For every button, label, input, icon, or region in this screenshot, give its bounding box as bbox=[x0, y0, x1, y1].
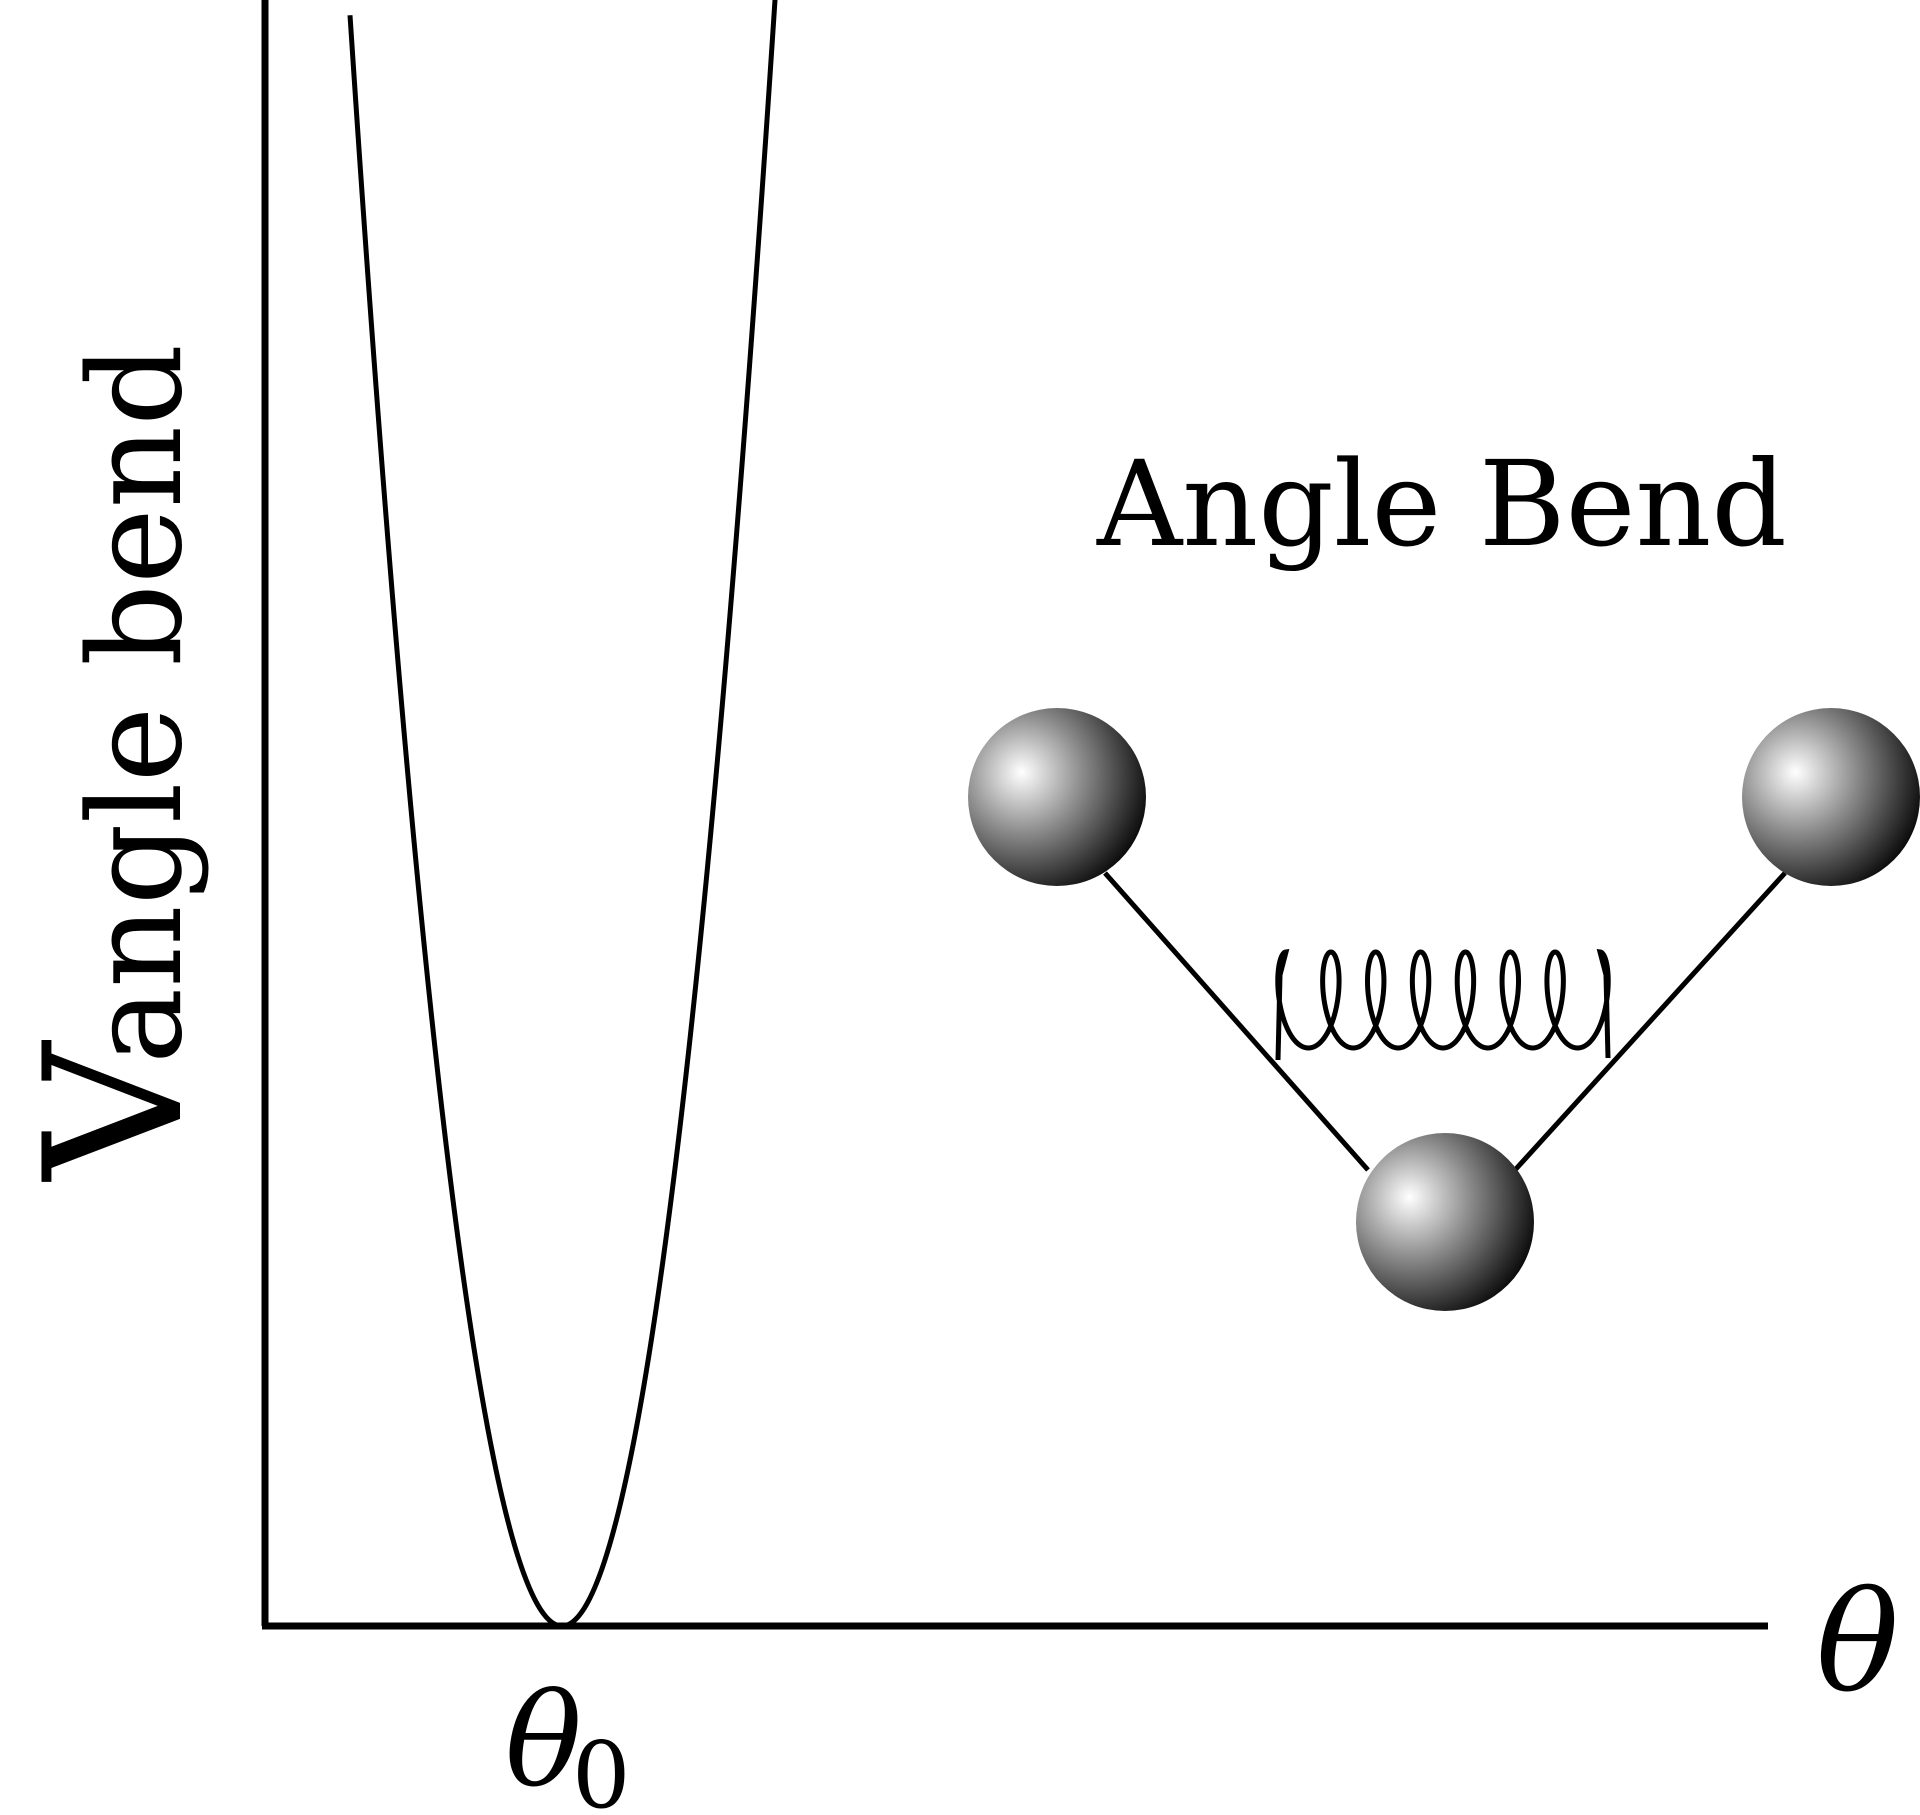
theta0-main: θ bbox=[505, 1667, 582, 1815]
theta0-subscript: 0 bbox=[572, 1722, 631, 1815]
diagram-title: Angle Bend bbox=[1096, 435, 1787, 573]
atom-left bbox=[968, 708, 1146, 886]
y-axis-label-sub: angle bend bbox=[62, 344, 211, 1064]
y-axis-label: V angle bend bbox=[4, 344, 225, 1182]
left-bond bbox=[1103, 871, 1370, 1172]
y-axis-label-main: V bbox=[4, 1040, 225, 1182]
x-axis-label: θ bbox=[1816, 1562, 1899, 1723]
potential-curve bbox=[347, 0, 778, 1629]
right-bond bbox=[1513, 871, 1787, 1172]
angle-spring bbox=[1275, 949, 1611, 1061]
theta0-tick-label: θ 0 bbox=[505, 1667, 631, 1815]
atom-center bbox=[1356, 1133, 1534, 1311]
atom-right bbox=[1742, 708, 1920, 886]
